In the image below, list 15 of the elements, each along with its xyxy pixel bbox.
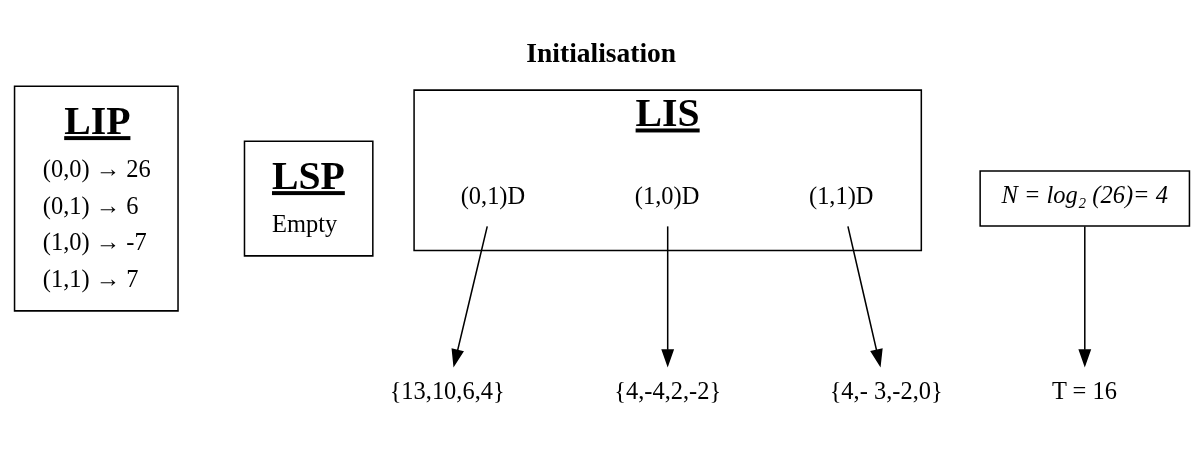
arrow — [451, 225, 488, 368]
node-text: (1,1)D — [809, 181, 874, 209]
arrow — [847, 225, 883, 368]
node-text: T = 16 — [1051, 376, 1117, 404]
diagram-title: Initialisation — [526, 36, 677, 68]
node-text: {4,-4,2,-2} — [614, 376, 722, 404]
arrow — [661, 225, 675, 368]
node-box: N = log₂ (26)= 4 — [979, 169, 1191, 227]
arrow — [1078, 225, 1092, 368]
node-text: {13,10,6,4} — [389, 376, 505, 404]
node-text: (0,1)D — [460, 181, 526, 209]
node-text: {4,- 3,-2,0} — [829, 376, 943, 404]
node-box: LIP (0,0) → 26 (0,1) → 6 (1,0) → -7 (1,1) → 7 — [13, 85, 179, 312]
node-text: (1,0)D — [634, 181, 700, 209]
node-box: LSP Empty — [243, 140, 374, 257]
